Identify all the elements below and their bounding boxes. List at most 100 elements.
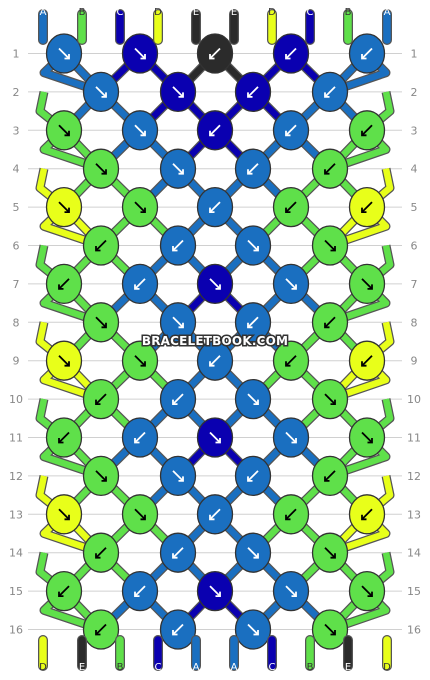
arrow-head-icon — [64, 54, 70, 60]
arrow-head-icon — [247, 92, 253, 98]
arrow-head-icon — [361, 54, 367, 60]
knot-grid — [45, 33, 386, 650]
arrow-down-right-icon — [95, 470, 107, 482]
row-label-right: 13 — [407, 508, 421, 521]
arrow-down-right-icon — [285, 585, 297, 597]
row-label-right: 12 — [407, 470, 421, 483]
bottom-strand-letter: A — [231, 662, 238, 673]
bottom-strand-letter: C — [269, 662, 276, 673]
arrow-head-icon — [330, 246, 336, 252]
arrow-down-right-icon — [134, 508, 146, 520]
arrow-head-icon — [209, 361, 215, 367]
arrow-head-icon — [361, 514, 367, 521]
arrow-down-left-icon — [58, 278, 70, 290]
arrow-down-left-icon — [58, 431, 70, 444]
row-label-left: 7 — [13, 278, 20, 291]
arrow-down-left-icon — [247, 163, 259, 175]
arrow-head-icon — [134, 591, 140, 597]
arrow-head-icon — [361, 130, 367, 137]
arrow-down-left-icon — [134, 585, 146, 597]
arrow-head-icon — [95, 399, 101, 406]
arrow-down-left-icon — [324, 86, 336, 98]
arrow-head-icon — [247, 322, 253, 329]
arrow-head-icon — [324, 322, 330, 329]
bottom-strand-letter: E — [345, 662, 351, 673]
row-label-left: 9 — [13, 355, 20, 368]
arrow-down-right-icon — [58, 201, 70, 213]
arrow-head-icon — [285, 514, 291, 521]
top-strand-letter: C — [307, 7, 314, 18]
arrow-head-icon — [209, 130, 215, 137]
top-strand-letter: A — [384, 7, 391, 18]
bottom-strand-letter: A — [193, 662, 200, 673]
arrow-head-icon — [285, 54, 291, 60]
row-label-right: 4 — [411, 163, 418, 176]
arrow-down-left-icon — [209, 124, 221, 136]
row-label-left: 14 — [9, 547, 23, 560]
arrow-down-right-icon — [95, 86, 107, 98]
row-label-right: 8 — [411, 316, 418, 329]
arrow-down-left-icon — [361, 47, 373, 60]
arrow-head-icon — [324, 476, 330, 482]
arrow-head-icon — [140, 130, 146, 137]
arrow-head-icon — [134, 284, 140, 290]
arrow-down-left-icon — [324, 470, 336, 482]
row-label-left: 2 — [13, 86, 20, 99]
arrow-down-right-icon — [58, 355, 70, 367]
arrow-head-icon — [361, 361, 367, 367]
arrow-down-right-icon — [58, 124, 70, 136]
bottom-strand-letter: D — [383, 662, 391, 673]
arrow-down-left-icon — [209, 355, 221, 367]
arrow-head-icon — [95, 553, 101, 559]
top-strand-letter: A — [40, 7, 47, 18]
row-label-left: 5 — [13, 201, 20, 214]
arrow-down-left-icon — [209, 201, 221, 213]
bottom-strand-letter: B — [117, 662, 124, 673]
arrow-head-icon — [215, 438, 221, 444]
arrow-down-left-icon — [247, 316, 259, 328]
arrow-head-icon — [101, 92, 107, 98]
top-strand-letter: D — [154, 7, 162, 18]
arrow-head-icon — [324, 169, 330, 175]
arrow-down-left-icon — [134, 431, 146, 444]
arrow-down-left-icon — [285, 355, 297, 367]
arrow-head-icon — [367, 591, 373, 597]
arrow-head-icon — [291, 284, 297, 290]
arrow-head-icon — [253, 399, 259, 406]
arrow-down-right-icon — [58, 47, 70, 60]
arrow-down-right-icon — [361, 278, 373, 290]
arrow-down-right-icon — [324, 547, 336, 559]
arrow-head-icon — [330, 553, 336, 559]
row-label-right: 10 — [407, 393, 421, 406]
arrow-head-icon — [95, 630, 101, 636]
arrow-down-right-icon — [134, 201, 146, 213]
top-strand-letter: C — [117, 7, 124, 18]
arrow-down-left-icon — [172, 547, 184, 559]
arrow-head-icon — [178, 169, 184, 175]
arrow-down-left-icon — [361, 355, 373, 367]
arrow-down-left-icon — [95, 623, 107, 636]
row-label-right: 11 — [407, 432, 421, 445]
arrow-head-icon — [58, 438, 64, 444]
arrow-down-right-icon — [209, 585, 221, 597]
arrow-down-right-icon — [58, 508, 70, 520]
arrow-down-right-icon — [134, 355, 146, 367]
arrow-head-icon — [101, 476, 107, 482]
arrow-head-icon — [215, 284, 221, 290]
arrow-head-icon — [367, 438, 373, 444]
row-label-right: 15 — [407, 585, 421, 598]
top-strand-letter: B — [345, 7, 352, 18]
arrow-down-right-icon — [134, 124, 146, 136]
arrow-head-icon — [367, 284, 373, 290]
row-label-left: 13 — [9, 508, 23, 521]
arrow-head-icon — [215, 591, 221, 597]
row-label-right: 3 — [411, 124, 418, 137]
row-label-right: 7 — [411, 278, 418, 291]
row-label-left: 4 — [13, 163, 20, 176]
row-label-left: 16 — [9, 624, 23, 637]
arrow-down-right-icon — [209, 431, 221, 444]
arrow-down-right-icon — [247, 547, 259, 559]
arrow-down-left-icon — [172, 623, 184, 636]
